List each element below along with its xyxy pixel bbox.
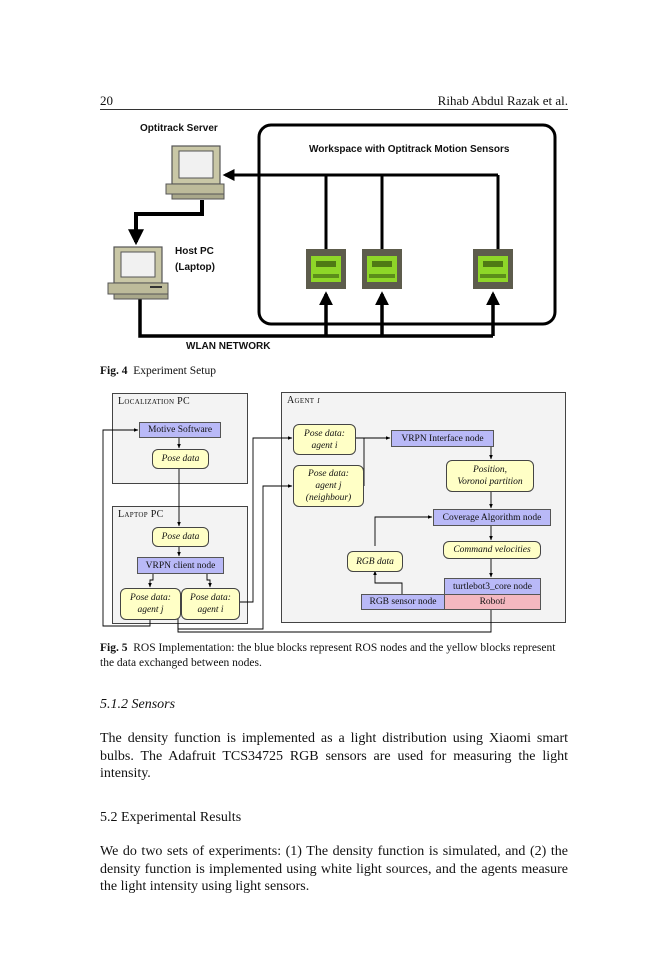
localization-pc-title: Localization PC xyxy=(118,396,190,407)
rgb-data: RGB data xyxy=(347,551,403,572)
pose-data-agent-j-neighbour: Pose data: agent j (neighbour) xyxy=(293,465,364,507)
server-computer-icon xyxy=(165,145,225,200)
figure-4-diagram xyxy=(107,123,557,338)
figure-5-caption-text: ROS Implementation: the blue blocks repr… xyxy=(100,642,556,669)
pose-data-agent-j-laptop: Pose data: agent j xyxy=(120,588,181,620)
pose-data-agent-i-laptop: Pose data: agent i xyxy=(181,588,240,620)
vrpn-interface-node: VRPN Interface node xyxy=(391,430,494,447)
wlan-line xyxy=(138,298,493,338)
figure-5-caption: Fig. 5 ROS Implementation: the blue bloc… xyxy=(100,641,568,671)
turtlebot3-core-node: turtlebot3_core node xyxy=(444,578,541,595)
figure-5-caption-label: Fig. 5 xyxy=(100,642,128,654)
agent-i-title: Agent i xyxy=(287,395,320,406)
host-pc-computer-icon xyxy=(107,246,169,300)
pose-data-laptop: Pose data xyxy=(152,527,209,547)
figure-4-experiment-setup: Optitrack Server Workspace with Optitrac… xyxy=(100,118,568,358)
host-pc-label: Host PC xyxy=(175,246,214,257)
figure-4-caption: Fig. 4 Experiment Setup xyxy=(100,364,216,379)
workspace-title: Workspace with Optitrack Motion Sensors xyxy=(309,144,510,155)
section-5-1-2-paragraph: The density function is implemented as a… xyxy=(100,731,568,781)
figure-4-caption-label: Fig. 4 xyxy=(100,365,128,377)
robot-image-2 xyxy=(362,249,402,289)
command-velocities-data: Command velocities xyxy=(443,541,541,559)
laptop-pc-title: Laptop PC xyxy=(118,509,164,520)
agent-title-text: Agent xyxy=(287,395,318,406)
robot-i-block: Robot i xyxy=(444,594,541,610)
section-5-1-2-heading: 5.1.2 Sensors xyxy=(100,697,176,712)
coverage-algorithm-node: Coverage Algorithm node xyxy=(433,509,551,526)
position-voronoi-partition-data: Position, Voronoi partition xyxy=(446,460,534,492)
host-pc-laptop-label: (Laptop) xyxy=(175,262,215,273)
motive-software-node: Motive Software xyxy=(139,422,221,438)
robot-label-i: i xyxy=(502,597,506,607)
header-rule xyxy=(100,109,568,110)
robot-label: Robot xyxy=(479,597,503,607)
running-header-authors: Rihab Abdul Razak et al. xyxy=(437,93,568,108)
wlan-network-label: WLAN NETWORK xyxy=(186,341,271,352)
vrpn-client-node: VRPN client node xyxy=(137,557,224,574)
section-5-2-heading: 5.2 Experimental Results xyxy=(100,810,242,825)
rgb-sensor-node: RGB sensor node xyxy=(361,594,445,610)
server-to-host-arrow xyxy=(128,200,204,246)
workspace-box xyxy=(257,123,557,326)
optitrack-server-label: Optitrack Server xyxy=(140,123,218,134)
section-5-2-paragraph: We do two sets of experiments: (1) The d… xyxy=(100,844,568,894)
page-number: 20 xyxy=(100,93,113,108)
pose-data-agent-i: Pose data: agent i xyxy=(293,424,356,455)
pose-data-localization: Pose data xyxy=(152,449,209,469)
robot-image-1 xyxy=(306,249,346,289)
agent-title-i: i xyxy=(317,395,320,406)
figure-4-caption-text: Experiment Setup xyxy=(133,365,216,377)
robot-image-3 xyxy=(473,249,513,289)
